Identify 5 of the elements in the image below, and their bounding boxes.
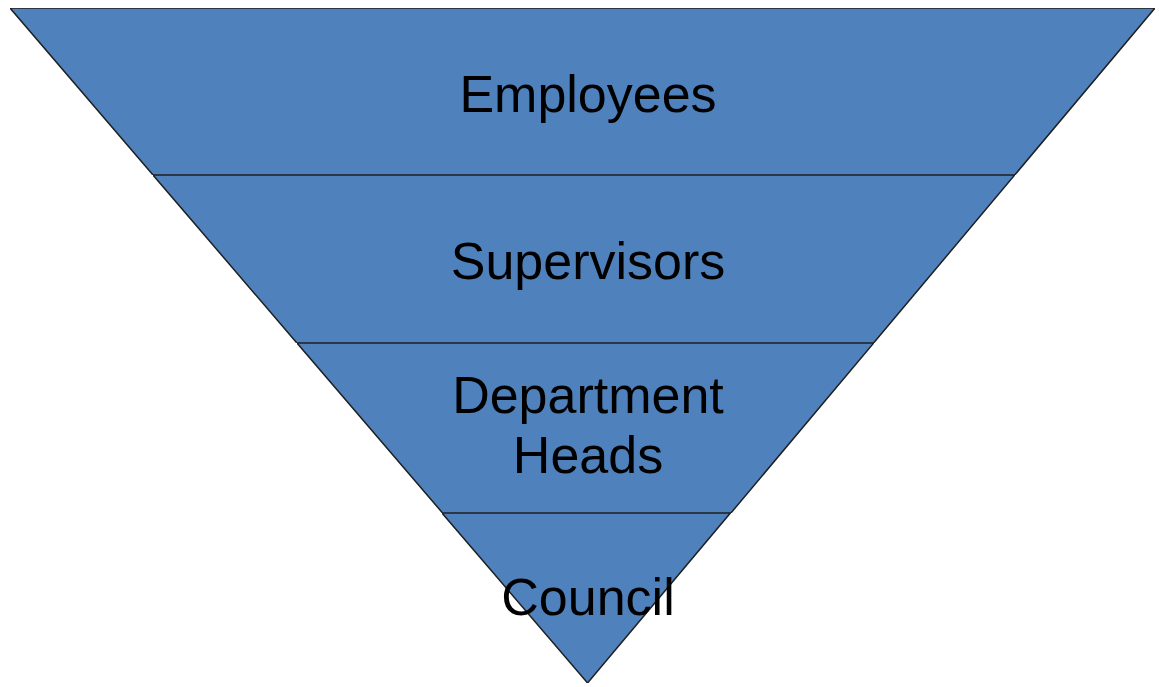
tier-label: Department Heads — [451, 365, 725, 485]
pyramid-tier — [153, 175, 1015, 343]
pyramid-tier — [10, 8, 1155, 175]
tier-label: Employees — [458, 64, 718, 124]
tier-label: Supervisors — [449, 231, 727, 291]
